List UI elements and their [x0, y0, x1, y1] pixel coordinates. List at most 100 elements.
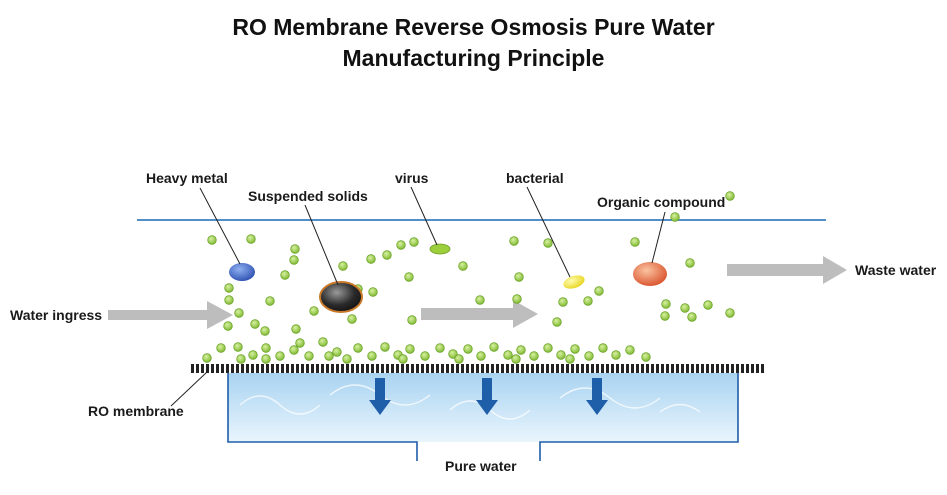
membrane-pore — [251, 364, 254, 373]
membrane-pore — [761, 364, 764, 373]
membrane-pore — [711, 364, 714, 373]
heavy-metal-particle — [229, 263, 255, 281]
membrane-pore — [436, 364, 439, 373]
water-molecule — [216, 343, 226, 353]
bacterial-label: bacterial — [506, 170, 564, 186]
suspended-solids-label: Suspended solids — [248, 188, 368, 204]
water-molecule — [223, 321, 233, 331]
membrane-pore — [681, 364, 684, 373]
membrane-pore — [281, 364, 284, 373]
membrane-pore — [431, 364, 434, 373]
bacterial-leader — [526, 186, 571, 278]
heavy-metal-leader — [199, 187, 241, 265]
membrane-pore — [191, 364, 194, 373]
membrane-pore — [641, 364, 644, 373]
heavy-metal-label: Heavy metal — [146, 170, 228, 186]
membrane-pore — [356, 364, 359, 373]
membrane-pore — [536, 364, 539, 373]
membrane-pore — [461, 364, 464, 373]
membrane-pore — [231, 364, 234, 373]
membrane-pore — [716, 364, 719, 373]
water-molecule — [250, 319, 260, 329]
membrane-pore — [666, 364, 669, 373]
membrane-pore — [476, 364, 479, 373]
suspended-solids-particle — [319, 281, 363, 313]
title-line-1: RO Membrane Reverse Osmosis Pure Water — [232, 14, 715, 40]
water-molecule — [295, 338, 305, 348]
membrane-pore — [751, 364, 754, 373]
title-line-2: Manufacturing Principle — [342, 45, 605, 71]
water-molecule — [516, 345, 526, 355]
membrane-pore — [571, 364, 574, 373]
membrane-pore — [481, 364, 484, 373]
water-molecule — [275, 351, 285, 361]
water-molecule — [224, 295, 234, 305]
water-molecule — [234, 308, 244, 318]
water-molecule — [594, 286, 604, 296]
membrane-pore — [586, 364, 589, 373]
water-molecule — [261, 354, 271, 364]
membrane-pore — [496, 364, 499, 373]
membrane-pore — [211, 364, 214, 373]
water-molecule — [353, 343, 363, 353]
membrane-pore — [466, 364, 469, 373]
suspended-solids-leader — [304, 204, 339, 286]
waste-water-arrow — [727, 256, 847, 284]
water-molecule — [512, 294, 522, 304]
water-molecule — [529, 351, 539, 361]
water-molecule — [202, 353, 212, 363]
organic-compound-leader — [651, 211, 666, 264]
water-molecule — [380, 342, 390, 352]
membrane-pore — [196, 364, 199, 373]
water-molecule — [338, 261, 348, 271]
water-molecule — [396, 240, 406, 250]
membrane-pore — [371, 364, 374, 373]
mid-flow-arrow — [421, 300, 538, 328]
membrane-pore — [541, 364, 544, 373]
membrane-pore — [286, 364, 289, 373]
membrane-pore — [346, 364, 349, 373]
membrane-pore — [576, 364, 579, 373]
ro-membrane-leader — [170, 371, 208, 407]
membrane-pore — [526, 364, 529, 373]
water-molecule — [291, 324, 301, 334]
membrane-pore — [206, 364, 209, 373]
membrane-pore — [386, 364, 389, 373]
water-molecule — [552, 317, 562, 327]
water-molecule — [565, 354, 575, 364]
membrane-pore — [676, 364, 679, 373]
membrane-pore — [636, 364, 639, 373]
organic-compound-particle — [633, 262, 667, 286]
membrane-pore — [261, 364, 264, 373]
membrane-pore — [646, 364, 649, 373]
membrane-pore — [446, 364, 449, 373]
water-molecule — [641, 352, 651, 362]
membrane-pore — [441, 364, 444, 373]
membrane-pore — [596, 364, 599, 373]
permeate-arrow-1 — [369, 378, 391, 415]
membrane-pore — [311, 364, 314, 373]
ro-membrane-label: RO membrane — [88, 403, 184, 419]
membrane-pore — [756, 364, 759, 373]
membrane-pore — [216, 364, 219, 373]
membrane-pore — [611, 364, 614, 373]
membrane-pore — [706, 364, 709, 373]
membrane-pore — [671, 364, 674, 373]
water-molecule — [503, 350, 513, 360]
membrane-pore — [416, 364, 419, 373]
water-molecule — [476, 351, 486, 361]
membrane-pore — [256, 364, 259, 373]
water-molecule — [543, 238, 553, 248]
water-molecule — [687, 312, 697, 322]
water-molecule — [584, 351, 594, 361]
water-molecule — [246, 234, 256, 244]
virus-particle — [429, 243, 451, 255]
membrane-pore — [391, 364, 394, 373]
water-molecule — [685, 258, 695, 268]
water-molecule — [368, 287, 378, 297]
water-ingress-label: Water ingress — [10, 307, 102, 323]
membrane-pore — [516, 364, 519, 373]
membrane-pore — [471, 364, 474, 373]
water-molecule — [435, 343, 445, 353]
